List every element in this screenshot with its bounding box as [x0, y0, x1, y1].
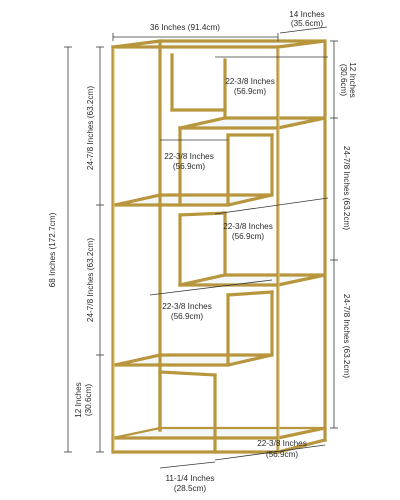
label-left-bottom-in: 12 Inches: [74, 382, 83, 418]
label-shelf-1-in: 22-3/8 Inches: [225, 77, 275, 86]
label-right-lower: 24-7/8 Inches (63.2cm): [342, 294, 351, 378]
bottom-frame: [111, 426, 327, 440]
label-bottom-right-cm: (56.9cm): [266, 450, 299, 459]
label-top-depth-in: 14 Inches: [289, 10, 325, 19]
label-left-bottom-cm: (30.6cm): [84, 384, 93, 417]
bookshelf-illustration: [111, 39, 327, 454]
dimension-labels: 36 Inches (91.4cm) 14 Inches (35.6cm) 68…: [48, 10, 357, 493]
label-bottom-left-cm: (28.5cm): [174, 484, 207, 493]
label-right-middle: 24-7/8 Inches (63.2cm): [342, 146, 351, 230]
label-left-middle: 24-7/8 Inches (63.2cm): [86, 238, 95, 322]
label-top-width: 36 Inches (91.4cm): [150, 23, 220, 32]
step-rail-4: [226, 290, 274, 297]
step-frame-3: [178, 273, 326, 287]
label-right-top-cm: (30.6cm): [339, 64, 348, 97]
label-shelf-3-cm: (56.9cm): [232, 232, 265, 241]
dim-shelf-3: [214, 197, 329, 215]
label-shelf-3-in: 22-3/8 Inches: [223, 222, 273, 231]
label-right-top-in: 12 Inches: [348, 62, 357, 98]
label-bottom-left-in: 11-1/4 Inches: [165, 474, 214, 483]
dim-bottom-right: [214, 444, 326, 461]
label-shelf-2-cm: (56.9cm): [173, 162, 206, 171]
label-left-upper: 24-7/8 Inches (63.2cm): [86, 86, 95, 170]
label-bottom-right-in: 22-3/8 Inches: [257, 439, 307, 448]
label-top-depth-cm: (35.6cm): [291, 19, 324, 28]
label-shelf-4-cm: (56.9cm): [171, 312, 204, 321]
label-shelf-2-in: 22-3/8 Inches: [164, 152, 214, 161]
dim-shelf-4: [149, 279, 273, 296]
step-rail-5: [158, 370, 217, 377]
label-shelf-4-in: 22-3/8 Inches: [162, 302, 212, 311]
label-overall-height: 68 Inches (172.7cm): [48, 212, 57, 287]
label-shelf-1-cm: (56.9cm): [234, 87, 267, 96]
dim-top-depth: [279, 26, 328, 34]
step-frame-1: [178, 116, 326, 130]
dimension-lines: [64, 26, 338, 469]
top-frame: [111, 39, 326, 49]
dim-bottom-left: [159, 461, 216, 469]
